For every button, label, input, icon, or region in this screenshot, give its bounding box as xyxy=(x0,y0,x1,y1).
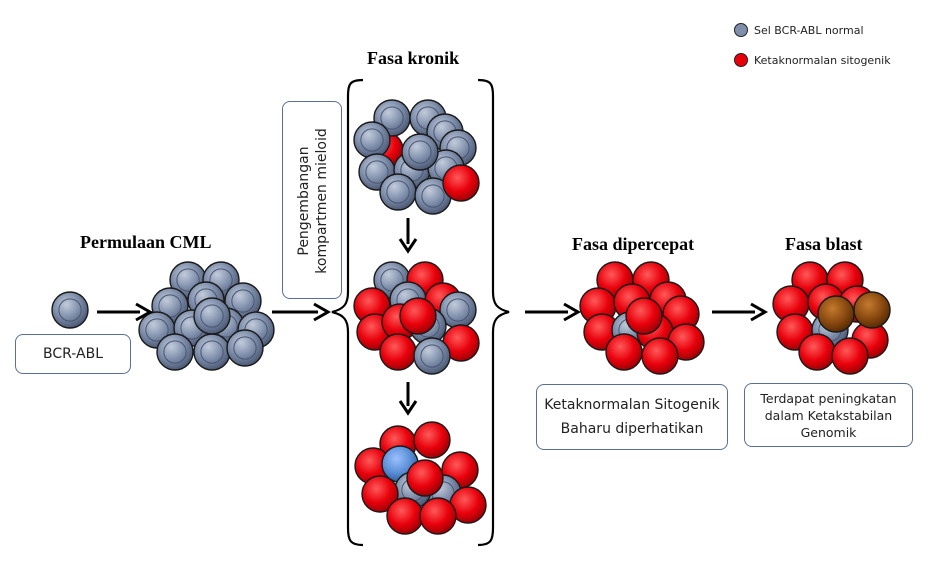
abnormal-cell xyxy=(379,333,417,371)
legend-abnormal-swatch xyxy=(734,53,748,67)
cell-inner-ring xyxy=(421,184,445,208)
abnormal-cell xyxy=(361,475,399,513)
normal-cell xyxy=(193,297,231,335)
legend-normal-label: Sel BCR-ABL normal xyxy=(754,23,864,37)
normal-cell xyxy=(353,121,391,159)
heading-chronic-phase: Fasa kronik xyxy=(367,48,460,68)
heading-accelerated-phase: Fasa dipercepat xyxy=(572,234,695,254)
abnormal-cell xyxy=(641,337,679,375)
cell-inner-ring xyxy=(176,268,200,292)
normal-cell xyxy=(226,329,264,367)
cell-inner-ring xyxy=(231,289,255,313)
heading-blast-phase: Fasa blast xyxy=(785,234,863,254)
cell-inner-ring xyxy=(408,140,432,164)
abnormal-cell xyxy=(442,164,480,202)
abnormal-cell xyxy=(605,333,643,371)
abnormal-cell xyxy=(625,297,663,335)
legend-normal-swatch xyxy=(734,23,748,37)
abnormal-cell xyxy=(406,459,444,497)
abnormal-cell xyxy=(413,421,451,459)
cell-inner-ring xyxy=(145,318,169,342)
myeloid-expansion-text: Pengembangan kompartmen mieloid xyxy=(295,106,331,296)
legend-abnormal-label: Ketaknormalan sitogenik xyxy=(754,53,891,67)
chronic-phase-brace-right xyxy=(477,78,510,547)
heading-cml-start: Permulaan CML xyxy=(80,232,212,252)
blast-note-line1: Terdapat peningkatan xyxy=(760,390,897,406)
blast-cell xyxy=(853,291,891,329)
bcr-abl-box: BCR-ABL xyxy=(15,334,131,374)
cell-inner-ring xyxy=(200,340,224,364)
accelerated-note-line2: Baharu diperhatikan xyxy=(560,421,704,437)
myeloid-expansion-box: Pengembangan kompartmen mieloid xyxy=(282,101,342,299)
abnormal-cell xyxy=(386,497,424,535)
cell-inner-ring xyxy=(233,336,257,360)
blast-note-line3: Genomik xyxy=(800,424,857,440)
myeloid-expansion-line1: Pengembangan xyxy=(296,146,312,256)
cell-inner-ring xyxy=(380,106,404,130)
normal-cell xyxy=(413,337,451,375)
bcr-abl-label: BCR-ABL xyxy=(42,346,104,362)
cell-inner-ring xyxy=(365,160,389,184)
arrow-chronic-to-accelerated xyxy=(525,302,582,322)
normal-cell xyxy=(156,333,194,371)
normal-cell xyxy=(401,133,439,171)
cell-inner-ring xyxy=(360,128,384,152)
blast-note-box: Terdapat peningkatan dalam Ketakstabilan… xyxy=(744,383,913,447)
arrow-chronic-down-1 xyxy=(398,218,418,254)
cell-inner-ring xyxy=(386,180,410,204)
normal-cell xyxy=(379,173,417,211)
chronic-phase-brace-left xyxy=(331,78,364,547)
blast-cell xyxy=(817,295,855,333)
cell-inner-ring xyxy=(163,340,187,364)
arrow-accelerated-to-blast xyxy=(712,302,769,322)
cell-inner-ring xyxy=(200,304,224,328)
accelerated-note-line1: Ketaknormalan Sitogenik xyxy=(544,397,720,413)
arrow-cluster-to-chronic xyxy=(272,302,332,322)
normal-cell xyxy=(193,333,231,371)
accelerated-note-box: Ketaknormalan Sitogenik Baharu diperhati… xyxy=(536,384,728,450)
cell-inner-ring xyxy=(446,298,470,322)
abnormal-cell xyxy=(798,333,836,371)
abnormal-cell xyxy=(419,497,457,535)
abnormal-cell xyxy=(831,337,869,375)
blast-note-line2: dalam Ketakstabilan xyxy=(764,407,893,423)
abnormal-cell xyxy=(399,297,437,335)
myeloid-expansion-line2: kompartmen mieloid xyxy=(314,128,330,274)
legend-abnormal: Ketaknormalan sitogenik xyxy=(734,53,891,67)
normal-cell xyxy=(51,291,89,329)
cell-inner-ring xyxy=(420,344,444,368)
legend-normal: Sel BCR-ABL normal xyxy=(734,23,864,37)
arrow-chronic-down-2 xyxy=(398,382,418,416)
arrow-start-to-cluster xyxy=(97,302,154,322)
cell-inner-ring xyxy=(58,298,82,322)
